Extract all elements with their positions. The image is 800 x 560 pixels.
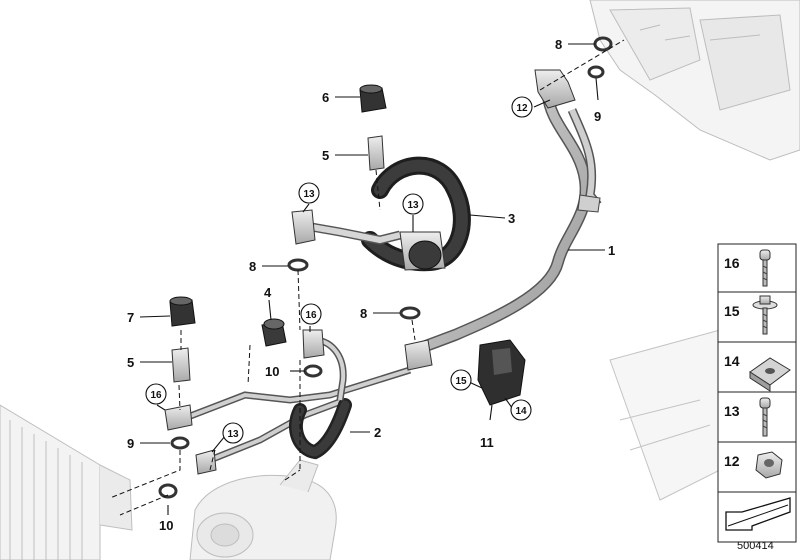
- o-ring-icon: [158, 483, 178, 499]
- o-ring-icon: [587, 65, 605, 79]
- pressure-sensor: [261, 318, 287, 347]
- legend-number-12: 12: [724, 453, 740, 469]
- callout-7: 7: [127, 310, 134, 325]
- o-ring-icon: [399, 306, 421, 320]
- svg-text:13: 13: [303, 189, 315, 200]
- condenser: [0, 404, 133, 560]
- bolt-icon: [759, 397, 771, 437]
- legend-number-16: 16: [724, 255, 740, 271]
- circled-callout-15: 15: [450, 369, 472, 391]
- callout-5-upper: 5: [322, 148, 329, 163]
- svg-text:13: 13: [227, 429, 239, 440]
- compressor: [189, 459, 337, 560]
- arrow-icon: [725, 497, 791, 531]
- circled-callout-13-b: 13: [402, 193, 424, 215]
- callout-2: 2: [374, 425, 381, 440]
- service-valve-upper: [367, 135, 385, 171]
- svg-text:13: 13: [407, 200, 419, 211]
- pipe-junction-block: [404, 339, 433, 371]
- circled-callout-16-b: 16: [145, 383, 167, 405]
- hose-assembly: [291, 156, 471, 272]
- pipe-pressure-line: [164, 329, 412, 475]
- o-ring-icon: [170, 436, 190, 450]
- svg-text:15: 15: [455, 376, 467, 387]
- parts-legend: 16 15 14 13 12: [717, 243, 797, 543]
- callout-10-mid: 10: [265, 364, 279, 379]
- legend-number-14: 14: [724, 353, 740, 369]
- svg-text:12: 12: [516, 103, 528, 114]
- callout-8-top: 8: [555, 37, 562, 52]
- callout-8-mid: 8: [360, 306, 367, 321]
- leader-lines: [139, 43, 605, 515]
- service-valve-lower: [171, 347, 191, 383]
- callout-8-left: 8: [249, 259, 256, 274]
- hex-nut-icon: [755, 451, 783, 479]
- clip-nut-icon: [749, 357, 791, 392]
- circled-callout-13-a: 13: [298, 182, 320, 204]
- assembly-dash-lines: [109, 39, 625, 516]
- pipe-suction-line: [409, 69, 602, 356]
- callout-11: 11: [480, 435, 494, 450]
- svg-text:14: 14: [515, 406, 527, 417]
- collar-screw-icon: [752, 295, 778, 335]
- document-id: 500414: [737, 540, 774, 552]
- legend-number-13: 13: [724, 403, 740, 419]
- callout-3: 3: [508, 211, 515, 226]
- cap-lower: [169, 296, 196, 327]
- callout-9-left: 9: [127, 436, 134, 451]
- legend-number-15: 15: [724, 303, 740, 319]
- evaporator-housing: [589, 0, 800, 161]
- bracket-part: [477, 339, 526, 406]
- callout-6: 6: [322, 90, 329, 105]
- o-ring-icon: [287, 258, 309, 272]
- circled-callout-13-c: 13: [222, 422, 244, 444]
- circled-callout-16-a: 16: [300, 303, 322, 325]
- callout-1: 1: [608, 243, 615, 258]
- bolt-icon: [759, 249, 771, 287]
- cap-upper: [359, 84, 387, 113]
- callout-10-bottom: 10: [159, 518, 173, 533]
- circled-callout-14: 14: [510, 399, 532, 421]
- callout-5-lower: 5: [127, 355, 134, 370]
- o-ring-icon: [303, 364, 323, 378]
- svg-text:16: 16: [305, 310, 317, 321]
- svg-text:16: 16: [150, 390, 162, 401]
- callout-9-top: 9: [594, 109, 601, 124]
- callout-4: 4: [264, 285, 272, 300]
- circled-callout-12: 12: [511, 96, 533, 118]
